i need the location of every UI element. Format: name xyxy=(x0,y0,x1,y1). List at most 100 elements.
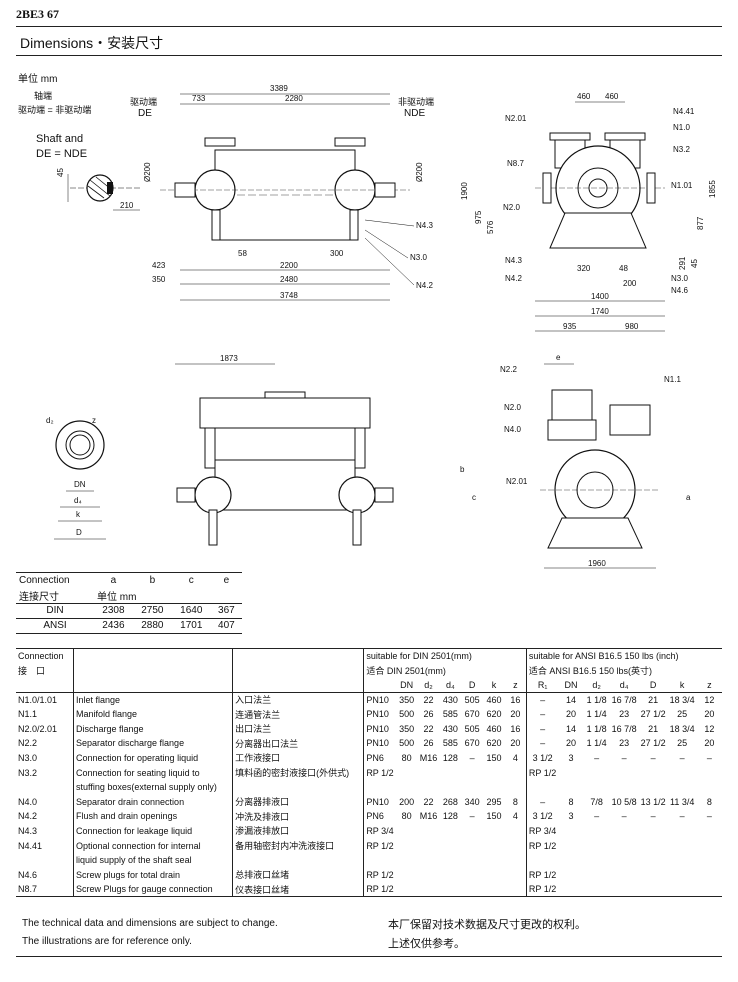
label-n87: N8.7 xyxy=(507,159,524,168)
main-h-conn-cn: 接 口 xyxy=(18,665,46,676)
small-unit: 单位 mm xyxy=(96,591,137,603)
table-row: stuffing boxes(external supply only) xyxy=(16,779,722,795)
table-row: ANSI 2436 2880 1701 407 xyxy=(16,617,242,634)
unit-label: 单位 mm xyxy=(18,74,58,85)
small-col-c: c xyxy=(171,572,211,588)
label-n22: N2.2 xyxy=(500,365,517,374)
nde-cn-label: 非驱动端 xyxy=(398,97,435,107)
shaft-end-label: 轴端 xyxy=(34,91,53,101)
flange-D-label: D xyxy=(76,528,82,537)
table-row: DIN 2308 2750 1640 367 xyxy=(16,602,242,618)
footer-note-en-2: The illustrations are for reference only… xyxy=(22,936,192,947)
main-din-title-en: suitable for DIN 2501(mm) xyxy=(363,648,527,664)
label-n42-front: N4.2 xyxy=(505,274,522,283)
page-code: 2BE3 67 xyxy=(16,7,60,21)
drive-eq-label: 驱动端 = 非驱动端 xyxy=(18,105,92,115)
shaft-and-label: Shaft and xyxy=(36,133,84,145)
footer-note-cn-1: 本厂保留对技术数据及尺寸更改的权利。 xyxy=(388,919,586,931)
label-n11: N1.1 xyxy=(664,375,681,384)
label-n42-side: N4.2 xyxy=(416,281,433,290)
title-rule xyxy=(16,55,722,56)
dim-1740: 1740 xyxy=(591,307,609,316)
main-ansi-title-cn: 适合 ANSI B16.5 150 lbs(英寸) xyxy=(525,663,722,678)
dim-c: c xyxy=(472,493,476,502)
small-h1: Connection xyxy=(16,572,94,588)
flange-d4-label: d₄ xyxy=(74,496,82,505)
flange-dn-label: DN xyxy=(74,480,86,489)
label-n30-side: N3.0 xyxy=(410,253,427,262)
dim-460-left: 460 xyxy=(577,92,591,101)
pump-separator-side-view: 1873 xyxy=(175,354,394,546)
dim-576: 576 xyxy=(486,220,495,234)
main-ansi-title-en: suitable for ANSI B16.5 150 lbs (inch) xyxy=(525,648,722,664)
dim-320: 320 xyxy=(577,264,591,273)
dim-1960: 1960 xyxy=(588,559,606,568)
dim-48: 48 xyxy=(619,264,628,273)
dim-1900: 1900 xyxy=(460,182,469,200)
nde-en-label: NDE xyxy=(404,108,426,119)
label-n43-front: N4.3 xyxy=(505,256,522,265)
label-n201-front: N2.01 xyxy=(505,114,527,123)
label-n201-lower: N2.01 xyxy=(506,477,528,486)
dim-2200: 2200 xyxy=(280,261,298,270)
shaft-dim-45: 45 xyxy=(56,168,65,177)
header-rule xyxy=(16,26,722,27)
dim-200-front: 200 xyxy=(623,279,637,288)
dim-935: 935 xyxy=(563,322,577,331)
small-col-b: b xyxy=(132,572,172,588)
dim-980: 980 xyxy=(625,322,639,331)
small-h2: 连接尺寸 xyxy=(19,591,59,603)
label-n441: N4.41 xyxy=(673,107,695,116)
footer-rule xyxy=(16,956,722,957)
de-cn-label: 驱动端 xyxy=(130,97,158,107)
dim-291: 291 xyxy=(678,256,687,270)
dim-e: e xyxy=(556,353,561,362)
flange-detail: d₂ z DN d₄ k D xyxy=(46,416,106,540)
pump-side-view: 3389 733 2280 Ø200 Ø200 58 300 423 2200 … xyxy=(143,84,433,301)
dim-3389: 3389 xyxy=(270,84,288,93)
label-n20-lower: N2.0 xyxy=(504,403,521,412)
dim-b: b xyxy=(460,465,465,474)
shaft-end-drawing: 45 210 xyxy=(56,168,140,211)
pump-front-view: 460 460 N2.01 N4.41 N1.0 N3.2 N8.7 N1.01… xyxy=(460,92,717,332)
label-n40: N4.0 xyxy=(504,425,521,434)
dim-1855: 1855 xyxy=(708,180,717,198)
main-h-conn-en: Connection xyxy=(16,648,74,664)
shaft-dim-210: 210 xyxy=(120,201,134,210)
label-n46: N4.6 xyxy=(671,286,688,295)
label-n43-side: N4.3 xyxy=(416,221,433,230)
table-row: liquid supply of the shaft seal xyxy=(16,852,722,868)
connection-table: Connection suitable for DIN 2501(mm) sui… xyxy=(16,648,722,898)
footer-note-en-1: The technical data and dimensions are su… xyxy=(22,918,278,929)
dim-a: a xyxy=(686,493,691,502)
dim-phi200-right: Ø200 xyxy=(415,162,424,182)
label-n20-front: N2.0 xyxy=(503,203,520,212)
dim-733: 733 xyxy=(192,94,206,103)
connection-size-table: Connection a b c e 连接尺寸 单位 mm DIN 2308 2… xyxy=(16,572,242,634)
dim-877: 877 xyxy=(696,216,705,230)
label-n32: N3.2 xyxy=(673,145,690,154)
dim-3748: 3748 xyxy=(280,291,298,300)
dim-1400: 1400 xyxy=(591,292,609,301)
dim-phi200-left: Ø200 xyxy=(143,162,152,182)
dim-460-right: 460 xyxy=(605,92,619,101)
small-col-a: a xyxy=(93,572,133,588)
small-col-e: e xyxy=(210,572,242,588)
de-nde-label: DE = NDE xyxy=(36,148,88,160)
flange-k-label: k xyxy=(76,510,81,519)
pump-separator-front-view: e N2.2 N1.1 N2.0 N4.0 N2.01 b c a 1960 xyxy=(460,353,691,569)
label-n30-front: N3.0 xyxy=(671,274,688,283)
label-n10-front: N1.0 xyxy=(673,123,690,132)
dim-350: 350 xyxy=(152,275,166,284)
footer-note-cn-2: 上述仅供参考。 xyxy=(388,938,465,950)
